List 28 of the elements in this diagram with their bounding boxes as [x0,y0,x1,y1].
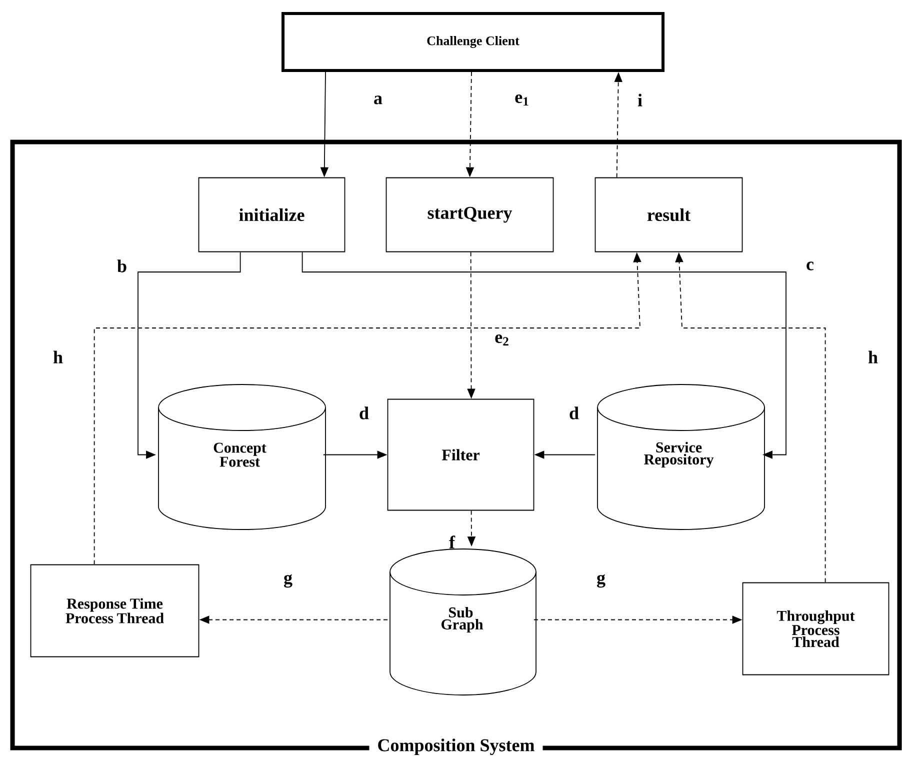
edge-label: i [638,94,642,106]
arrow [302,252,786,459]
database-cylinder: Concept Forest [158,384,326,530]
database-cylinder: Service Repository [597,384,765,530]
edge-label: e$_{1}$ [515,94,528,106]
edge-label: d [360,406,369,420]
edge-label: g [596,574,606,588]
edge-label: a [374,96,382,104]
arrow [138,252,241,459]
edge-label: f [449,536,456,548]
node-label: Service Repository [644,442,714,468]
edge-label: e$_{2}$ [495,334,508,346]
client-box: Challenge Client [282,12,664,72]
node-label: Concept Forest [214,442,266,467]
process-box: initialize [198,177,346,252]
database-cylinder: Sub Graph [390,548,536,696]
edge-label: h [868,350,878,364]
edge-label: g [284,574,292,588]
process-box: Throughput Process Thread [742,582,890,676]
edge-label: d [570,406,579,420]
process-box: result [594,177,743,252]
process-box: startQuery [386,177,554,252]
process-box: Response Time Process Thread [30,564,200,658]
edge-label: c [806,262,814,270]
edge-label: b [117,260,126,272]
process-box: Filter [387,398,534,511]
node-label: Sub Graph [441,606,484,633]
edge-label: h [53,350,63,364]
